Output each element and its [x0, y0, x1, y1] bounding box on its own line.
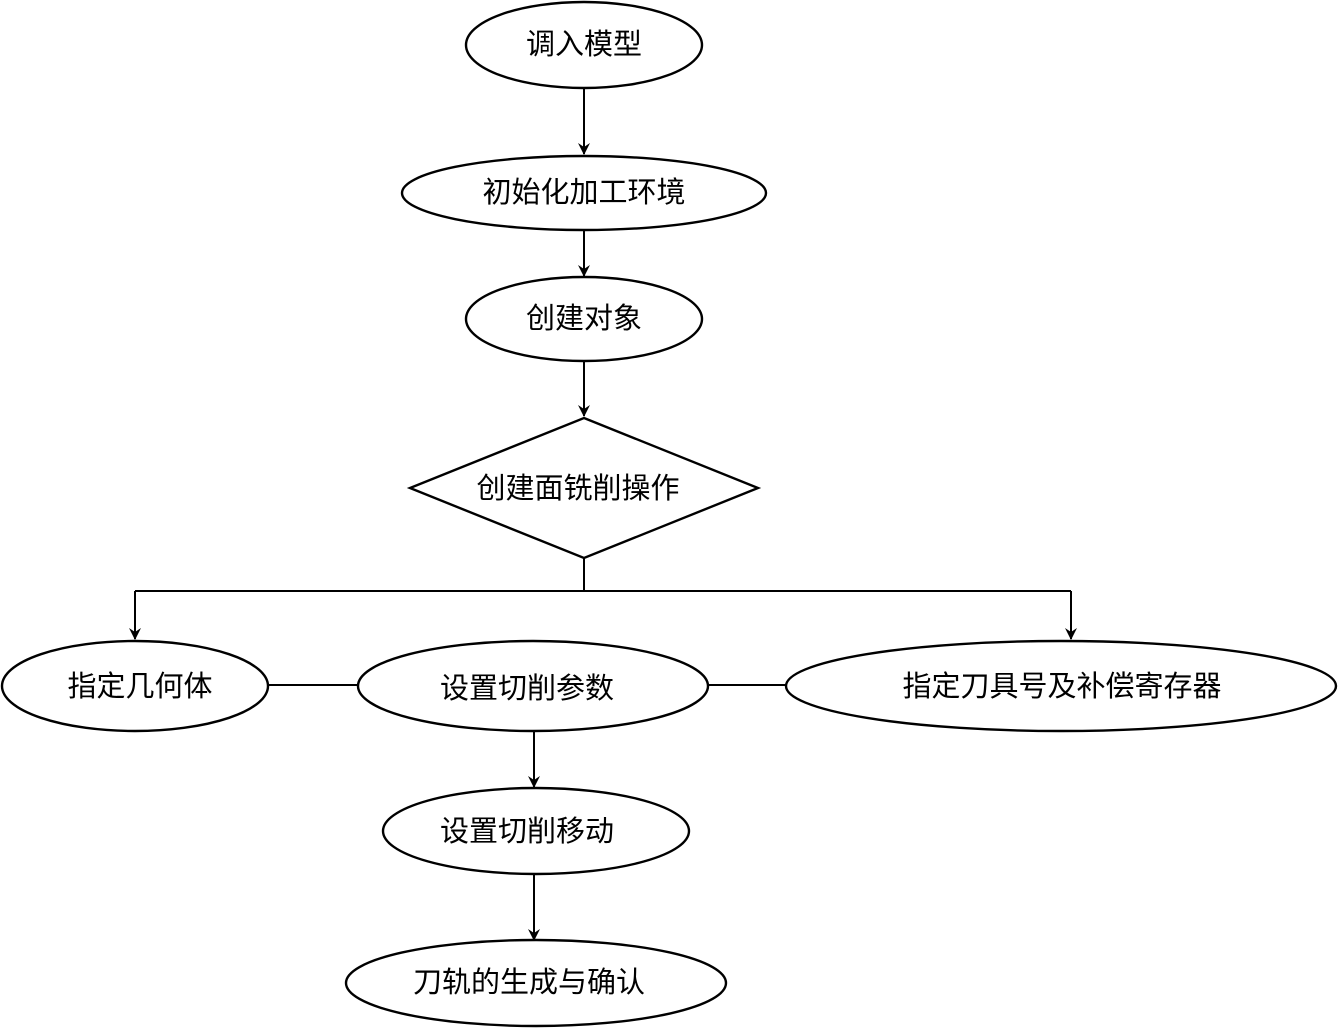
node-create-face-milling-label: 创建面铣削操作 — [476, 471, 679, 505]
node-init-env-label: 初始化加工环境 — [482, 175, 685, 209]
node-specify-geometry-label: 指定几何体 — [67, 669, 212, 703]
node-load-model-label: 调入模型 — [526, 27, 642, 61]
node-create-face-milling: 创建面铣削操作 — [406, 416, 762, 560]
node-set-cut-moves-label: 设置切削移动 — [440, 814, 614, 848]
node-toolpath-generate: 刀轨的生成与确认 — [344, 938, 728, 1028]
node-create-face-milling-shape — [406, 416, 762, 560]
node-set-cut-moves-shape — [381, 786, 691, 876]
node-set-cut-params-label: 设置切削参数 — [440, 671, 614, 705]
connectors — [129, 88, 1077, 941]
node-create-object-label: 创建对象 — [526, 301, 642, 335]
node-load-model: 调入模型 — [464, 0, 704, 90]
node-init-env-shape — [400, 154, 768, 232]
node-specify-geometry: 指定几何体 — [0, 639, 270, 733]
node-set-cut-params: 设置切削参数 — [356, 639, 710, 733]
node-toolpath-generate-shape — [344, 938, 728, 1028]
node-create-object: 创建对象 — [464, 275, 704, 363]
node-specify-geometry-shape — [0, 639, 270, 733]
node-specify-tool: 指定刀具号及补偿寄存器 — [784, 639, 1338, 733]
node-specify-tool-label: 指定刀具号及补偿寄存器 — [902, 669, 1221, 703]
node-set-cut-moves: 设置切削移动 — [381, 786, 691, 876]
node-init-env: 初始化加工环境 — [400, 154, 768, 232]
node-toolpath-generate-label: 刀轨的生成与确认 — [413, 965, 645, 999]
node-specify-tool-shape — [784, 639, 1338, 733]
node-create-object-shape — [464, 275, 704, 363]
node-load-model-shape — [464, 0, 704, 90]
node-set-cut-params-shape — [356, 639, 710, 733]
